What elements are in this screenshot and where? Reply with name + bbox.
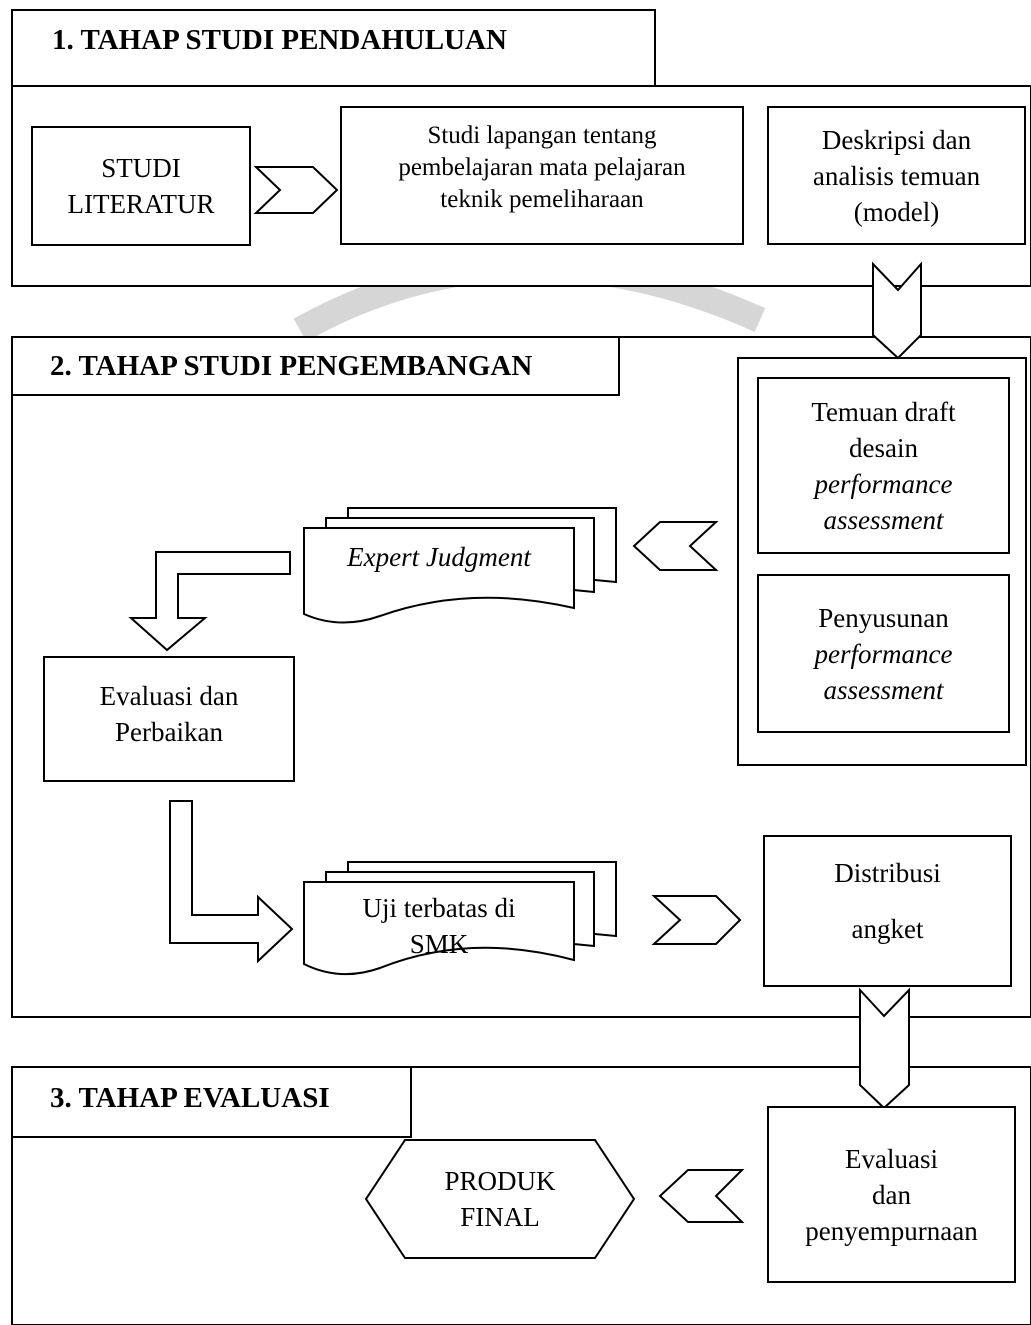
chevron-down-icon — [859, 987, 910, 1110]
chevron-left-icon — [658, 1169, 745, 1223]
stage3-header-box — [11, 1066, 412, 1138]
temuan-line-italic: performance — [814, 468, 953, 499]
studi-literatur-line: STUDI — [101, 153, 181, 183]
deskripsi-line: analisis temuan — [812, 160, 981, 191]
temuan-label: Temuan draft desain performance assessme… — [758, 378, 1009, 553]
studi-literatur-line: LITERATUR — [67, 189, 215, 219]
deskripsi-box — [767, 106, 1026, 245]
evaluasi-perbaikan-box — [43, 656, 295, 782]
produk-final-line: FINAL — [460, 1202, 540, 1232]
distribusi-line: angket — [851, 914, 924, 944]
penyusunan-label: Penyusunan performance assessment — [758, 575, 1009, 732]
distribusi-label: Distribusi angket — [764, 836, 1011, 966]
stage3-title: 3. TAHAP EVALUASI — [50, 1082, 330, 1114]
chevron-right-icon — [651, 895, 742, 945]
evaluasi-penyempurnaan-line: Evaluasi — [845, 1143, 938, 1174]
produk-final-hexagon — [364, 1139, 636, 1259]
produk-final-line: PRODUK — [444, 1166, 556, 1196]
evaluasi-perbaikan-line: Perbaikan — [115, 717, 223, 747]
penyusunan-line-italic: performance — [814, 638, 953, 669]
evaluasi-perbaikan-line: Evaluasi dan — [99, 681, 239, 711]
stage1-header-box — [11, 9, 656, 87]
stage1-title: 1. TAHAP STUDI PENDAHULUAN — [52, 24, 507, 56]
studi-lapangan-line: teknik pemeliharaan — [440, 186, 644, 213]
studi-lapangan-box — [340, 106, 744, 245]
temuan-line-italic: assessment — [823, 504, 944, 535]
distribusi-box — [763, 835, 1012, 987]
penyusunan-line: Penyusunan — [818, 602, 949, 633]
chevron-down-icon — [872, 261, 922, 360]
studi-literatur-label: STUDI LITERATUR — [32, 127, 250, 245]
evaluasi-perbaikan-label: Evaluasi dan Perbaikan — [44, 657, 294, 771]
temuan-box — [757, 377, 1010, 554]
evaluasi-penyempurnaan-line: dan — [872, 1179, 911, 1210]
chevron-left-icon — [632, 521, 719, 571]
deskripsi-line: (model) — [853, 196, 940, 227]
evaluasi-penyempurnaan-line: penyempurnaan — [805, 1215, 978, 1246]
produk-final-label: PRODUK FINAL — [405, 1140, 595, 1258]
uji-terbatas-doc — [303, 861, 617, 976]
elbow-arrow-down — [128, 551, 291, 652]
temuan-line: desain — [849, 432, 918, 463]
evaluasi-penyempurnaan-box — [767, 1106, 1016, 1283]
studi-lapangan-line: Studi lapangan tentang — [427, 122, 657, 149]
distribusi-line: Distribusi — [834, 858, 941, 888]
chevron-right-icon — [253, 166, 339, 214]
studi-literatur-box — [31, 126, 251, 246]
temuan-line: Temuan draft — [811, 396, 956, 427]
expert-judgment-label: Expert Judgment — [347, 542, 531, 572]
uji-terbatas-line: SMK — [409, 929, 469, 959]
elbow-arrow-right — [169, 800, 294, 964]
deskripsi-line: Deskripsi dan — [821, 124, 972, 155]
penyusunan-box — [757, 574, 1010, 733]
uji-terbatas-line: Uji terbatas di — [362, 893, 516, 923]
evaluasi-penyempurnaan-label: Evaluasi dan penyempurnaan — [768, 1107, 1015, 1282]
expert-judgment-doc — [303, 507, 617, 624]
studi-lapangan-label: Studi lapangan tentang pembelajaran mata… — [341, 107, 743, 229]
stage2-title: 2. TAHAP STUDI PENGEMBANGAN — [50, 350, 533, 382]
stage2-header-box — [11, 336, 620, 396]
deskripsi-label: Deskripsi dan analisis temuan (model) — [768, 107, 1025, 244]
uji-terbatas-label: Uji terbatas di SMK — [304, 886, 574, 966]
studi-lapangan-line: pembelajaran mata pelajaran — [398, 154, 686, 181]
penyusunan-line-italic: assessment — [823, 674, 944, 705]
